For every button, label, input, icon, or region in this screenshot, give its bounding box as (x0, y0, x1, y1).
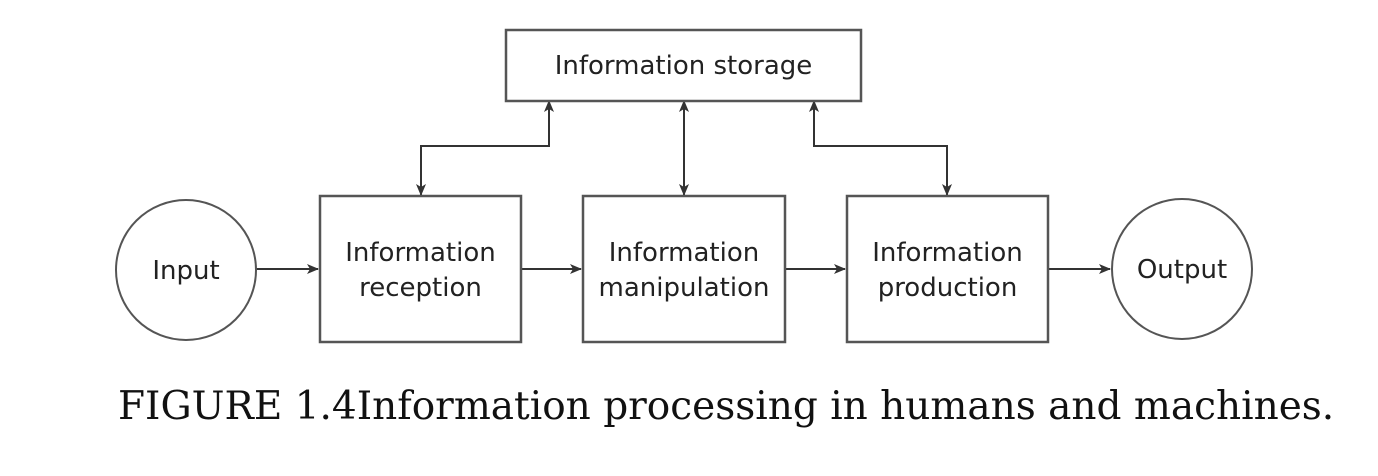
node-output: Output (1111, 198, 1253, 340)
information-reception-box (318, 194, 523, 344)
output-circle (1111, 198, 1253, 340)
input-circle (115, 199, 257, 341)
information-reception-label-line2: reception (359, 273, 482, 303)
node-information-storage: Information storage (504, 28, 863, 103)
node-input: Input (115, 199, 257, 341)
edge-reception-storage (416, 100, 554, 196)
information-reception-label-line1: Information (345, 238, 496, 268)
node-information-manipulation: Information manipulation (581, 194, 787, 344)
information-storage-label: Information storage (555, 51, 813, 81)
edge-production-storage (809, 100, 952, 196)
information-production-label-line2: production (878, 273, 1018, 303)
information-manipulation-label-line2: manipulation (599, 273, 770, 303)
node-information-reception: Information reception (318, 194, 523, 344)
figure-caption: FIGURE 1.4Information processing in huma… (118, 384, 1335, 429)
information-manipulation-box (581, 194, 787, 344)
input-label: Input (152, 256, 219, 286)
node-information-production: Information production (845, 194, 1050, 344)
information-production-label-line1: Information (872, 238, 1023, 268)
edges (256, 100, 1111, 274)
output-label: Output (1137, 255, 1227, 285)
information-storage-box (504, 28, 863, 103)
information-manipulation-label-line1: Information (609, 238, 760, 268)
information-production-box (845, 194, 1050, 344)
